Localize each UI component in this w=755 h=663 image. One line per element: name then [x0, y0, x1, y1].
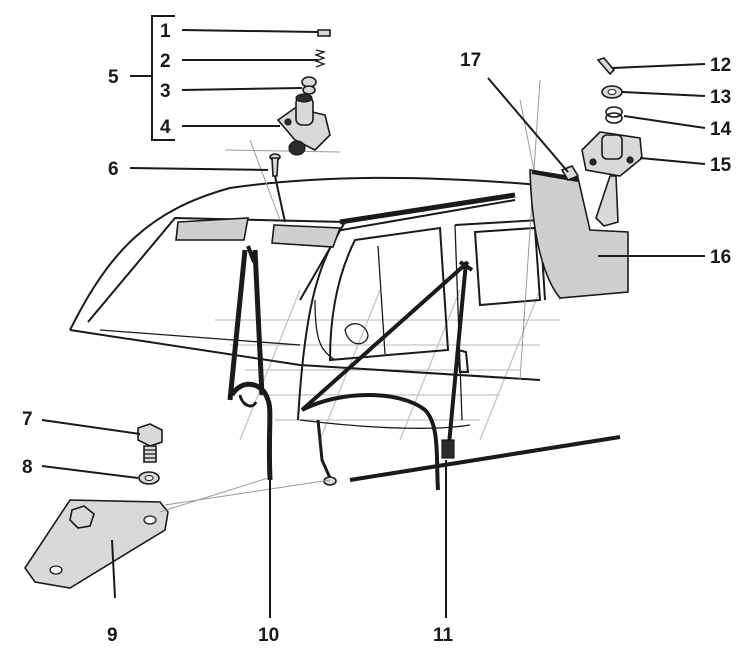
callout-3: 3 [160, 81, 171, 102]
callout-10: 10 [258, 625, 279, 646]
part-14-spring-washer [605, 106, 623, 124]
part-13-washer [601, 85, 623, 99]
windshield-visor-pads [175, 217, 342, 248]
callout-2: 2 [160, 51, 171, 72]
part-11-seat-belt-right [300, 260, 474, 491]
callout-1: 1 [160, 21, 171, 42]
part-8-washer [138, 471, 160, 485]
callout-11: 11 [433, 625, 454, 646]
callout-12: 12 [710, 55, 731, 76]
callout-6: 6 [108, 159, 119, 180]
part-6-screw [269, 153, 286, 223]
callout-7: 7 [22, 409, 33, 430]
background-watermark [215, 289, 560, 441]
leader-lines [41, 29, 706, 618]
callout-13: 13 [710, 87, 731, 108]
callout-17: 17 [460, 50, 481, 71]
callout-4: 4 [160, 117, 171, 138]
part-7-bolt [137, 423, 163, 463]
callout-5: 5 [108, 67, 119, 88]
callout-15: 15 [710, 155, 732, 176]
part-1-pin [317, 29, 331, 37]
part-3-nut [301, 76, 317, 95]
part-10-seat-belt-left [227, 245, 273, 481]
part-12-pin [596, 57, 616, 76]
callout-14: 14 [710, 119, 732, 140]
part-15-visor-bracket [581, 131, 643, 227]
callout-labels: 1 2 3 4 5 6 7 8 9 10 11 12 13 14 15 16 1… [22, 21, 732, 646]
callout-9: 9 [107, 625, 118, 646]
callout-8: 8 [22, 457, 33, 478]
part-2-spring [314, 49, 327, 68]
group-bracket-5 [130, 15, 175, 141]
part-9-anchor-plate [24, 477, 331, 589]
part-4-bracket [276, 93, 331, 156]
callout-16: 16 [710, 247, 731, 268]
